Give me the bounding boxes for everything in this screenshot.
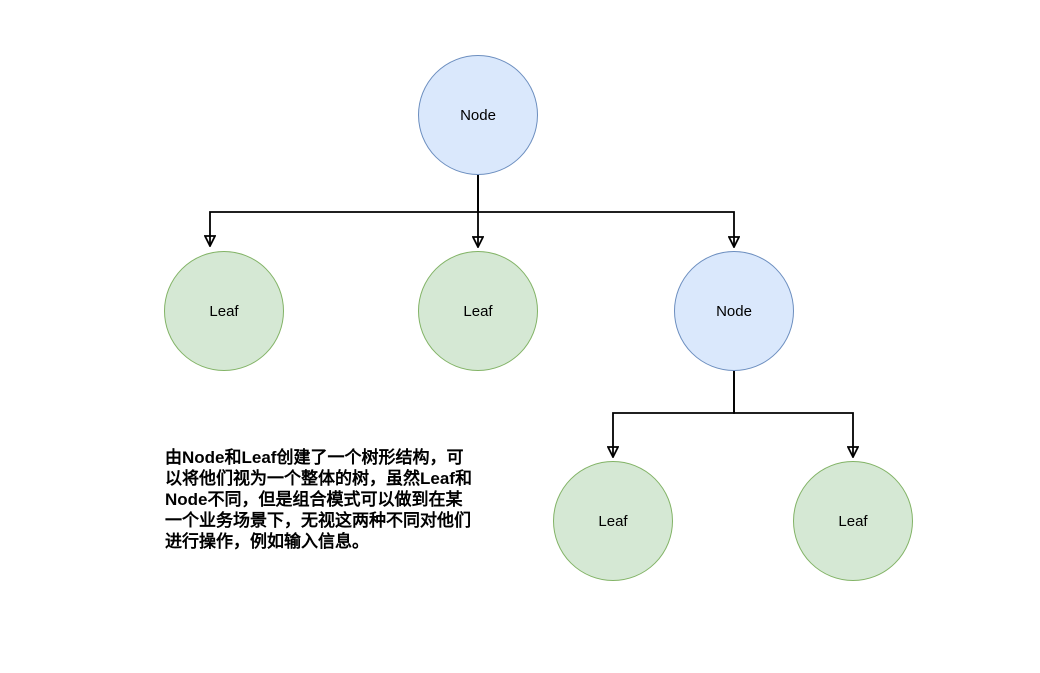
edge-root-to-node-2: [477, 175, 734, 246]
tree-node-2: Node: [674, 251, 794, 371]
description-line: 以将他们视为一个整体的树，虽然Leaf和: [165, 469, 472, 488]
edge-root-to-leaf-1: [210, 175, 479, 245]
description-line: 进行操作，例如输入信息。: [165, 532, 369, 551]
tree-node-root: Node: [418, 55, 538, 175]
tree-leaf-3: Leaf: [553, 461, 673, 581]
tree-leaf-4-label: Leaf: [838, 512, 868, 530]
tree-leaf-1-label: Leaf: [209, 302, 239, 320]
tree-leaf-2: Leaf: [418, 251, 538, 371]
tree-leaf-3-label: Leaf: [598, 512, 628, 530]
tree-node-root-label: Node: [460, 106, 496, 124]
description-line: 一个业务场景下，无视这两种不同对他们: [165, 511, 471, 530]
edge-node-2-to-leaf-3: [613, 371, 735, 456]
description-text: 由Node和Leaf创建了一个树形结构，可 以将他们视为一个整体的树，虽然Lea…: [165, 447, 525, 552]
description-line: Node不同，但是组合模式可以做到在某: [165, 490, 463, 509]
tree-node-2-label: Node: [716, 302, 752, 320]
tree-leaf-2-label: Leaf: [463, 302, 493, 320]
edge-node-2-to-leaf-4: [733, 371, 853, 456]
tree-leaf-1: Leaf: [164, 251, 284, 371]
tree-leaf-4: Leaf: [793, 461, 913, 581]
description-line: 由Node和Leaf创建了一个树形结构，可: [165, 448, 464, 467]
